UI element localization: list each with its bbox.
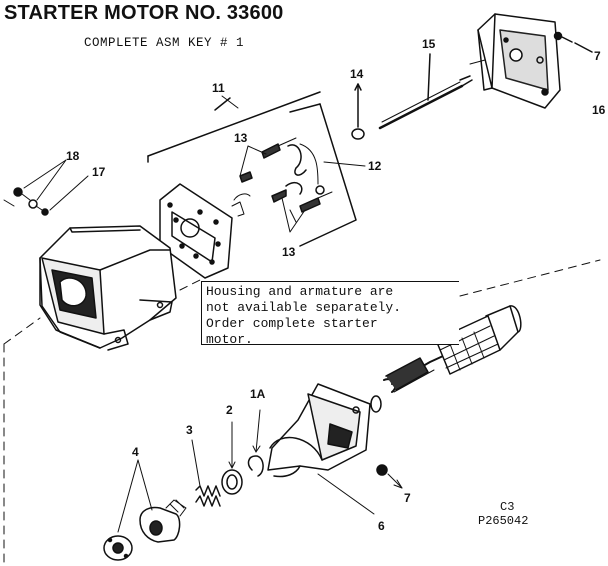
diagram-subtitle: COMPLETE ASM KEY # 1 xyxy=(84,36,245,50)
washer-part-14 xyxy=(351,83,365,140)
housing-armature-note: Housing and armature are not available s… xyxy=(201,281,459,347)
drawing-number: P265042 xyxy=(478,514,529,528)
callout-numbers: 11 12 13 13 14 15 16 7 17 18 1A 2 3 4 6 … xyxy=(66,37,606,533)
note-line-1: Housing and armature are xyxy=(206,284,394,299)
callout-2: 2 xyxy=(226,403,233,417)
through-bolt-part xyxy=(378,53,473,130)
screw-part-7-top xyxy=(553,31,593,53)
callout-7-top: 7 xyxy=(594,49,601,63)
brush-assembly-bracket xyxy=(147,91,357,247)
callout-leaders-lower xyxy=(3,199,375,515)
callout-3: 3 xyxy=(186,423,193,437)
note-line-4: motor. xyxy=(206,332,253,347)
armature-part xyxy=(383,305,522,393)
callout-18: 18 xyxy=(66,149,80,163)
brushes-and-springs-part xyxy=(231,137,333,223)
drive-end-housing-part xyxy=(267,383,371,478)
callout-12: 12 xyxy=(368,159,382,173)
diagram-title: STARTER MOTOR NO. 33600 xyxy=(4,2,284,24)
assembly-dashed-lines xyxy=(3,259,601,566)
screw-part-7-bottom xyxy=(376,464,403,489)
callout-16: 16 xyxy=(592,103,606,117)
retainer-ring-part-1A xyxy=(247,409,264,477)
callout-11: 11 xyxy=(212,81,225,95)
callout-17: 17 xyxy=(92,165,106,179)
callout-7-bottom: 7 xyxy=(404,491,411,505)
note-line-3: Order complete starter xyxy=(206,316,378,331)
screws-part-17-18 xyxy=(13,159,89,216)
retainer-part-2 xyxy=(221,421,243,495)
callout-14: 14 xyxy=(350,67,364,81)
note-line-2: not available separately. xyxy=(206,300,402,315)
armature-washer-part xyxy=(370,395,382,413)
callout-6: 6 xyxy=(378,519,385,533)
motor-housing-part xyxy=(39,225,177,351)
callout-13-top: 13 xyxy=(234,131,248,145)
callout-4: 4 xyxy=(132,445,139,459)
end-cap-part xyxy=(469,13,561,109)
spring-part-3 xyxy=(191,439,221,507)
pinion-gear-part-4 xyxy=(103,459,187,561)
callout-1A: 1A xyxy=(250,387,266,401)
drawing-code: C3 xyxy=(500,500,515,514)
callout-15: 15 xyxy=(422,37,436,51)
callout-13-bottom: 13 xyxy=(282,245,296,259)
callout-leaders-upper xyxy=(221,95,366,233)
